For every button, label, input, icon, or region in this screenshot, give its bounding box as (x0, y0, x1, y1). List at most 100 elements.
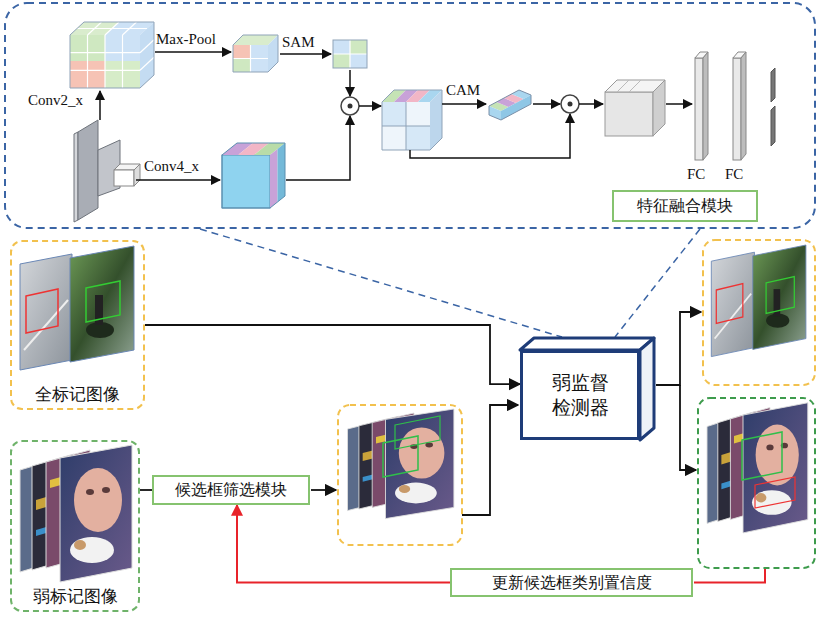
conv2-feature-cube (104, 35, 105, 88)
backbone (114, 170, 134, 186)
image-thumbnails (395, 416, 440, 449)
sam-output (350, 40, 367, 54)
fused-cube (430, 90, 442, 150)
detector-box: 弱监督 检测器 (520, 350, 640, 440)
detector-3d-face (640, 338, 654, 440)
output-cube (617, 80, 629, 92)
module-region (5, 3, 815, 228)
part-label: CAM (446, 82, 480, 99)
conv2-feature-cube (70, 22, 154, 88)
maxpool-cube (233, 59, 251, 73)
conv2-feature-cube (70, 52, 140, 53)
maxpool-cube (233, 35, 278, 72)
module-arrow (99, 91, 101, 120)
image-thumbnails (711, 245, 806, 357)
module-arrow (136, 179, 220, 181)
fused-cube (382, 126, 406, 150)
fused-cube (382, 126, 430, 127)
module-arrow (155, 51, 231, 53)
sam-output (333, 40, 367, 68)
conv4-feature-cube (278, 143, 286, 202)
fc-layer (733, 58, 741, 160)
detector-3d-face (520, 338, 654, 350)
maxpool-cube (251, 45, 269, 59)
image-thumbnails (20, 445, 132, 582)
module-arrow (349, 70, 351, 96)
module-arrow (442, 103, 486, 105)
conv4-feature-cube (222, 143, 285, 208)
conv4-feature-cube (222, 143, 285, 208)
multiply-circle (561, 95, 579, 113)
image-group: 全标记图像 (10, 240, 145, 410)
detector-3d-face (520, 338, 654, 440)
fc-layer (771, 106, 775, 146)
conv2-feature-cube (140, 40, 154, 53)
part-label: Max-Pool (156, 31, 216, 48)
dashed-group-box (698, 398, 815, 568)
backbone (74, 120, 140, 222)
image-thumbnails (348, 409, 454, 519)
module-arrow (579, 103, 603, 105)
module-arrow (410, 114, 570, 158)
sam-output (350, 54, 367, 68)
conv4-feature-cube (270, 149, 278, 208)
multiply-circle (348, 104, 353, 109)
module-arrow (666, 103, 692, 105)
module-title-box: 特征融合模块 (612, 190, 758, 222)
sam-output (333, 40, 367, 68)
image-thumbnails (742, 432, 782, 480)
fc-layer (695, 52, 775, 160)
output-cube (653, 80, 665, 136)
part-label: Conv2_x (28, 92, 83, 109)
flow-arrow (311, 312, 701, 515)
sam-output (333, 40, 350, 54)
connector (140, 489, 152, 491)
module-arrow (359, 105, 381, 107)
conv2-feature-cube (70, 22, 154, 88)
flow-arrow (462, 405, 518, 515)
node-text: 更新候选框类别置信度 (492, 573, 652, 592)
part-label: SAM (282, 34, 315, 51)
node-text: 特征融合模块 (637, 196, 733, 215)
conv4-feature-cube (222, 155, 270, 208)
process-box: 候选框筛选模块 (152, 475, 310, 505)
maxpool-cube (233, 45, 268, 72)
backbone (134, 164, 140, 186)
backbone (74, 132, 78, 222)
output-cube (605, 80, 665, 136)
node-text: 弱标记图像 (31, 586, 120, 606)
module-region (5, 3, 815, 228)
flow-arrow (656, 312, 701, 385)
fused-cube (406, 126, 430, 150)
connector (237, 505, 450, 583)
part-label: FC (725, 166, 743, 183)
conv2-feature-cube (77, 28, 147, 29)
fused-cube (382, 102, 430, 150)
zoom-leader (200, 229, 700, 337)
fc-layer (741, 52, 746, 160)
maxpool-cube (233, 58, 268, 59)
conv2-feature-cube (70, 70, 140, 71)
sam-output (333, 53, 367, 54)
label-box: 更新候选框类别置信度 (450, 568, 693, 597)
fc-layer (695, 58, 703, 160)
feedback-line (694, 569, 765, 583)
module-arrow (280, 53, 331, 55)
fused-cube (382, 90, 442, 150)
maxpool-cube (233, 45, 251, 59)
connector (145, 325, 520, 384)
conv2-feature-cube (87, 35, 88, 88)
flow-arrow (311, 489, 336, 491)
fused-cube (406, 102, 430, 126)
fc-layer (771, 68, 775, 102)
part-label: FC (687, 166, 705, 183)
module-arrow (100, 52, 692, 180)
dashed-group-box (338, 240, 815, 568)
maxpool-cube (251, 59, 269, 73)
maxpool-cube (233, 35, 278, 72)
output-cube (605, 92, 653, 136)
multiply-circle (568, 102, 573, 107)
cam-vector (489, 90, 531, 120)
feedback-line (694, 569, 765, 583)
